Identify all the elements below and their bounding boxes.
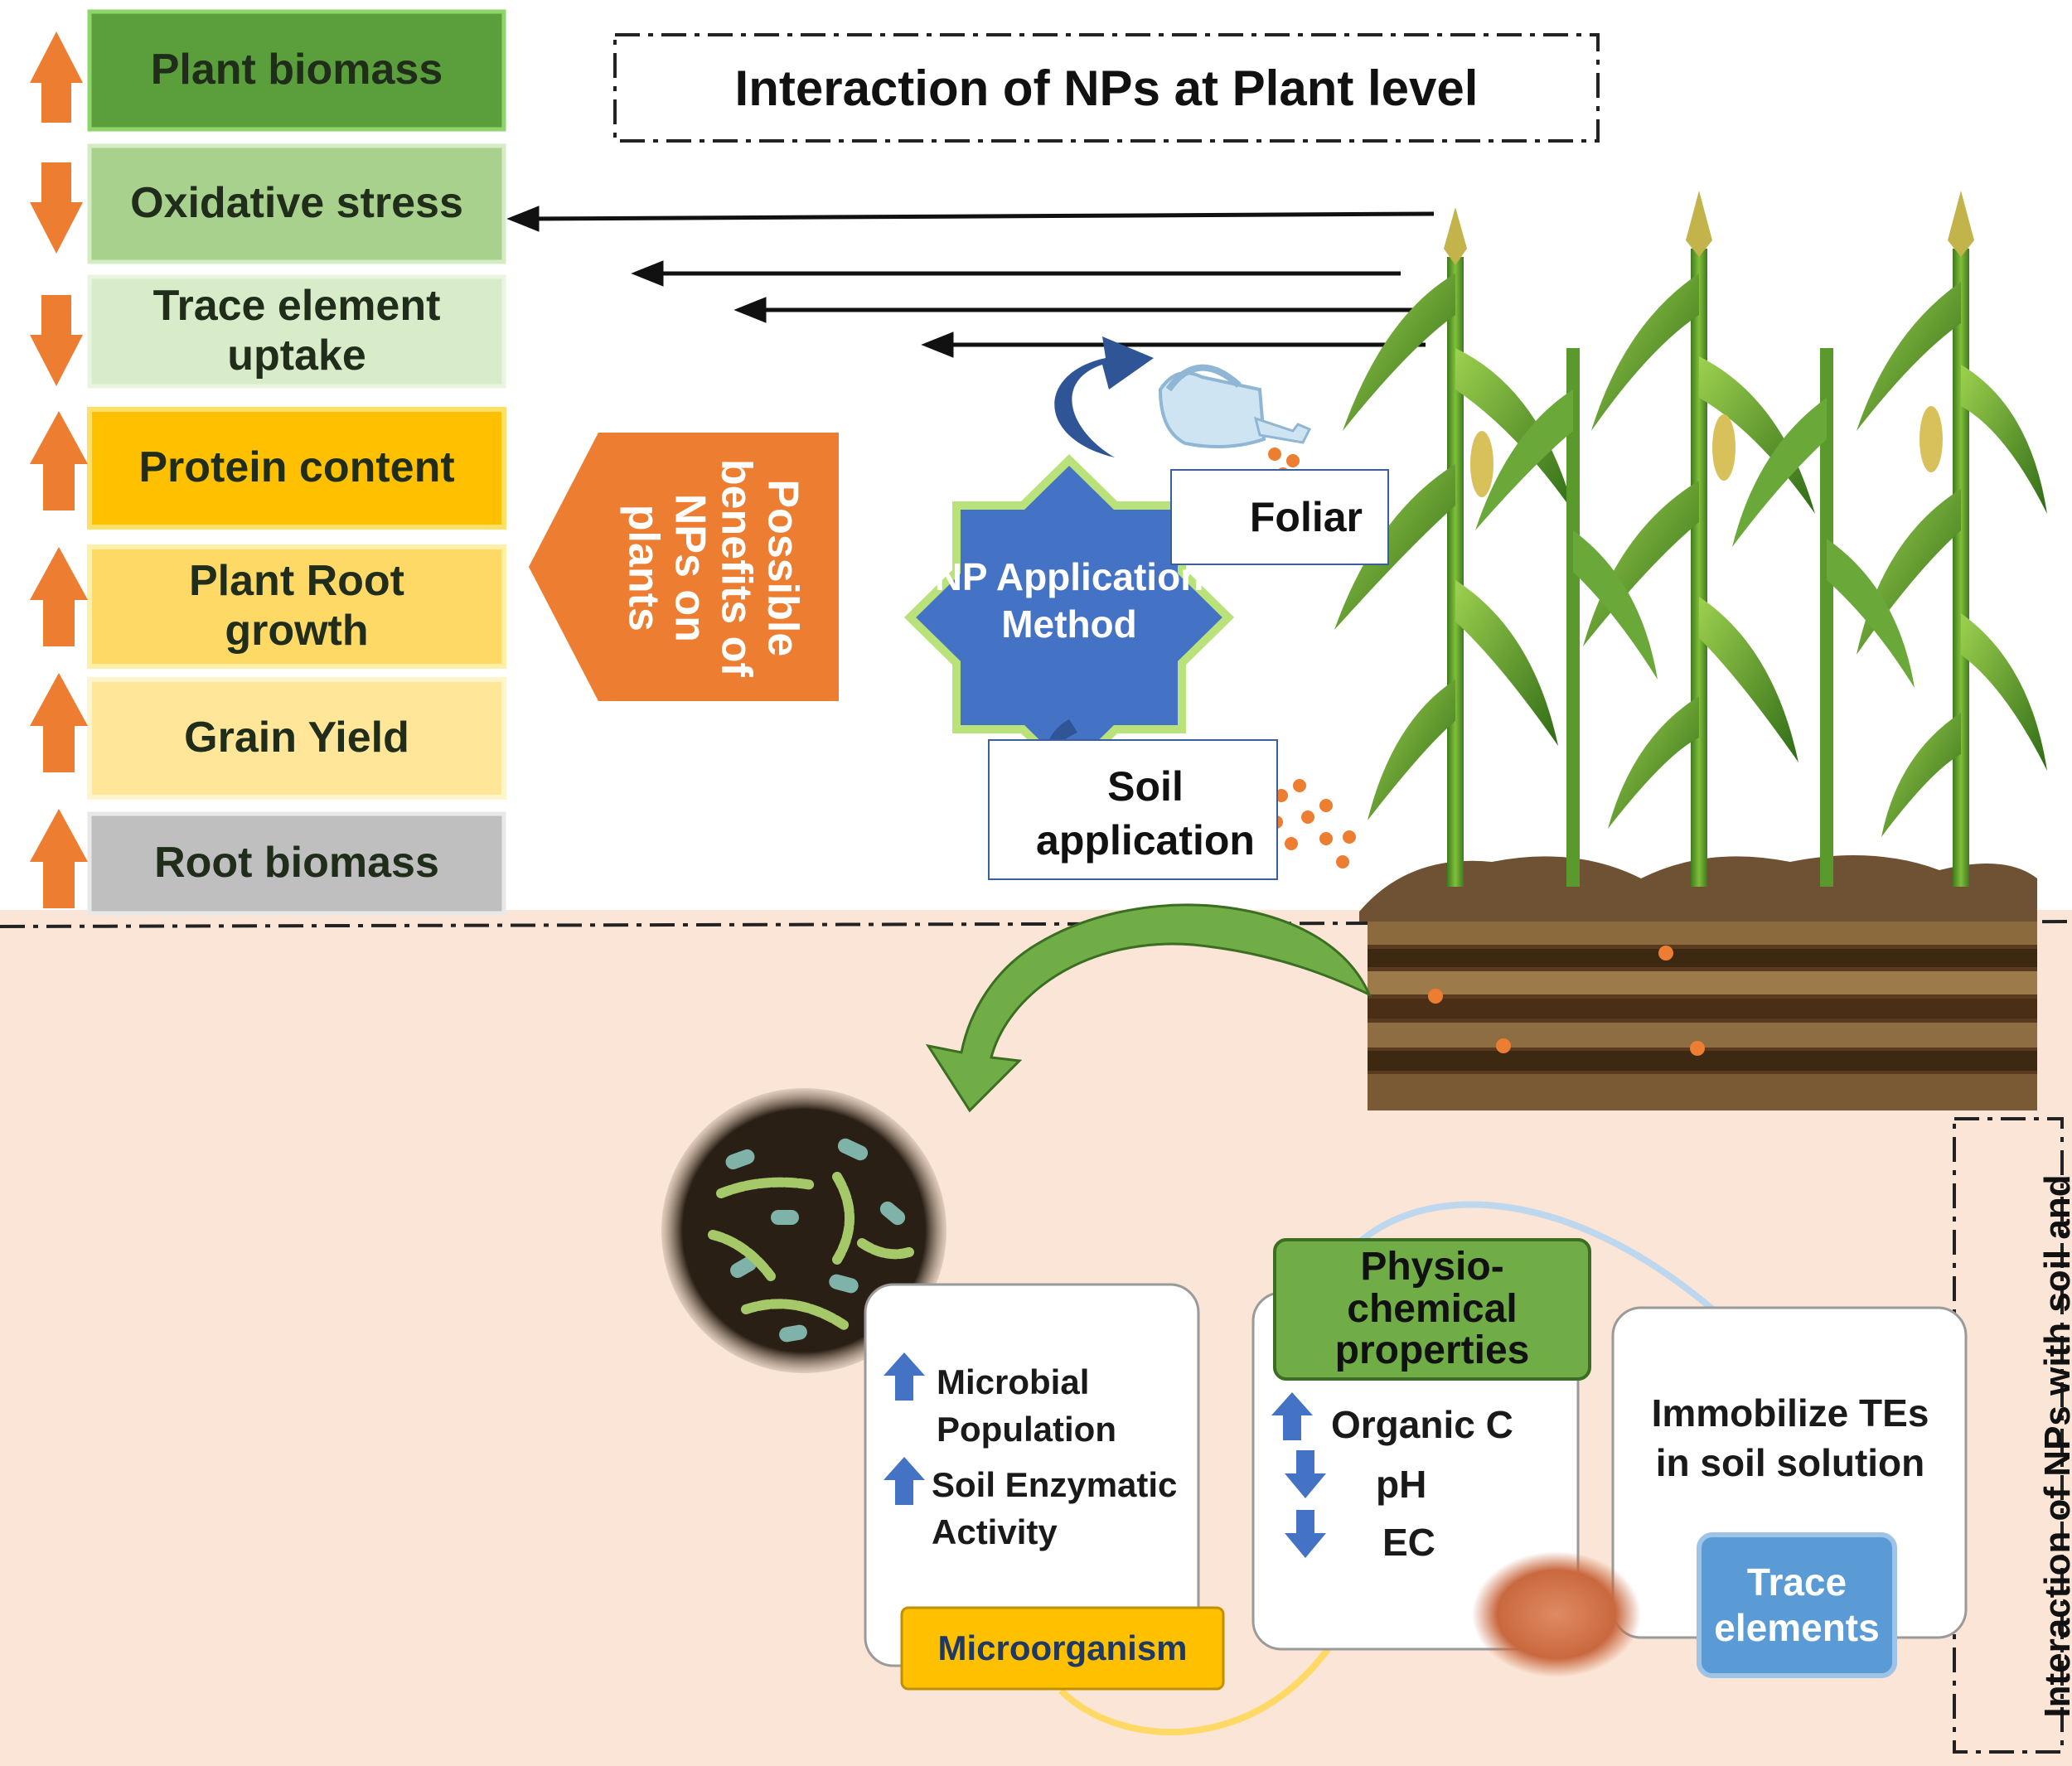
effect-box-oxidative-stress xyxy=(87,143,506,264)
microorganism-tag-label: Microorganism xyxy=(937,1628,1188,1667)
up-arrow-icon xyxy=(30,673,88,772)
up-arrow-icon xyxy=(884,1352,925,1401)
effect-box-plant-biomass xyxy=(87,9,506,132)
effect-label-root-growth: Plant Root growth xyxy=(189,557,404,655)
soil-application-label: Soil application xyxy=(988,739,1278,880)
physio-tag xyxy=(1273,1238,1591,1381)
trace-tag-label: Trace elements xyxy=(1714,1560,1880,1649)
soil-enzymatic-activity-text: Soil Enzymatic Activity xyxy=(932,1465,1178,1551)
microbial-population-text: Microbial Population xyxy=(937,1362,1116,1449)
ground-mound xyxy=(1359,855,2037,922)
down-arrow-icon xyxy=(1285,1450,1326,1498)
connector-arrow xyxy=(1339,1201,1743,1337)
maize-plants xyxy=(1334,191,2047,887)
effect-box-protein xyxy=(87,407,506,530)
ec-text: EC xyxy=(1382,1521,1435,1564)
up-arrow-icon xyxy=(30,411,88,510)
trace-tag xyxy=(1697,1532,1897,1678)
up-arrow-icon xyxy=(1271,1392,1313,1440)
effect-label-protein: Protein content xyxy=(138,443,455,492)
down-arrow-icon xyxy=(30,295,83,386)
organic-c-text: Organic C xyxy=(1331,1403,1513,1446)
foliar-label: Foliar xyxy=(1170,469,1389,565)
up-arrow-icon xyxy=(30,31,83,123)
benefits-pentagon xyxy=(529,433,839,701)
title-frame xyxy=(613,33,1600,143)
soil-pile-image xyxy=(1472,1551,1641,1677)
soil-layers xyxy=(1368,920,2037,1110)
effect-label-grain-yield: Grain Yield xyxy=(184,714,409,762)
np-application-method-label: NP Application Method xyxy=(934,554,1204,646)
arrow-head-icon xyxy=(733,297,767,323)
effect-label-trace-element: Trace element uptake xyxy=(152,282,441,380)
down-arrow-icon xyxy=(1285,1510,1326,1558)
arrow-head-icon xyxy=(921,331,954,358)
arrow-head-icon xyxy=(506,206,540,232)
effect-box-root-growth xyxy=(87,544,506,669)
soil-section-title: Interaction of NPs with soil and microor… xyxy=(2037,1174,2072,1718)
up-arrow-icon xyxy=(884,1457,925,1505)
effect-label-root-biomass: Root biomass xyxy=(154,839,439,888)
effect-label-plant-biomass: Plant biomass xyxy=(150,46,443,94)
up-arrow-icon xyxy=(30,809,88,908)
watering-can-icon xyxy=(1158,364,1312,448)
benefits-label: Possible benefits of NPs on plants xyxy=(618,458,807,677)
down-arrow-icon xyxy=(30,162,83,254)
effect-label-oxidative-stress: Oxidative stress xyxy=(130,179,463,228)
arrow-head-icon xyxy=(631,260,664,287)
curved-arrow-icon xyxy=(925,903,1372,1113)
effect-box-grain-yield xyxy=(87,677,506,800)
immobilize-tes-text: Immobilize TEs in soil solution xyxy=(1651,1391,1929,1484)
physio-tag-label: Physio-chemical properties xyxy=(1334,1245,1530,1373)
ph-text: pH xyxy=(1376,1463,1427,1506)
up-arrow-icon xyxy=(30,547,88,646)
effect-box-trace-element xyxy=(87,274,506,389)
page-title: Interaction of NPs at Plant level xyxy=(734,60,1479,116)
microorganism-tag xyxy=(900,1606,1225,1691)
curved-arrow-icon xyxy=(1054,336,1154,457)
effect-box-root-biomass xyxy=(87,811,506,916)
